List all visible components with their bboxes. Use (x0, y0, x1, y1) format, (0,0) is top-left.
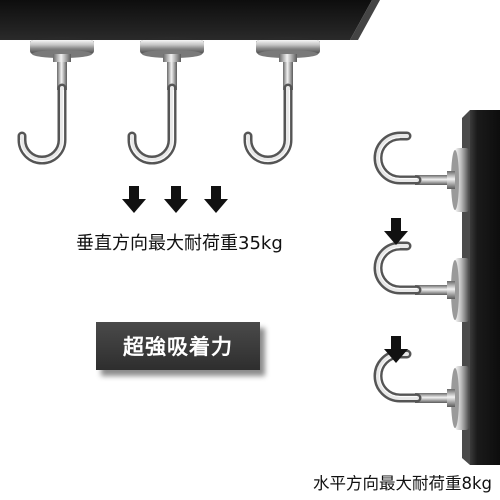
magnetic-hook-icon (378, 136, 469, 212)
magnetic-hook-icon (378, 246, 469, 322)
badge-label: 超強吸着力 (123, 335, 233, 359)
down-arrow-icon (204, 186, 228, 213)
ceiling-surface (0, 0, 380, 40)
magnetic-hook-icon (131, 37, 205, 162)
down-arrow-icon (164, 186, 188, 213)
down-arrow-icon (122, 186, 146, 213)
magnetic-hook-icon (247, 37, 321, 162)
down-arrow-icon (384, 218, 408, 245)
magnetic-hook-icon (378, 354, 469, 430)
vertical-load-caption: 垂直方向最大耐荷重35kg (76, 233, 283, 254)
strong-adhesion-badge: 超強吸着力 (96, 322, 260, 370)
horizontal-load-caption: 水平方向最大耐荷重8kg (313, 474, 493, 493)
magnetic-hook-icon (21, 37, 95, 162)
